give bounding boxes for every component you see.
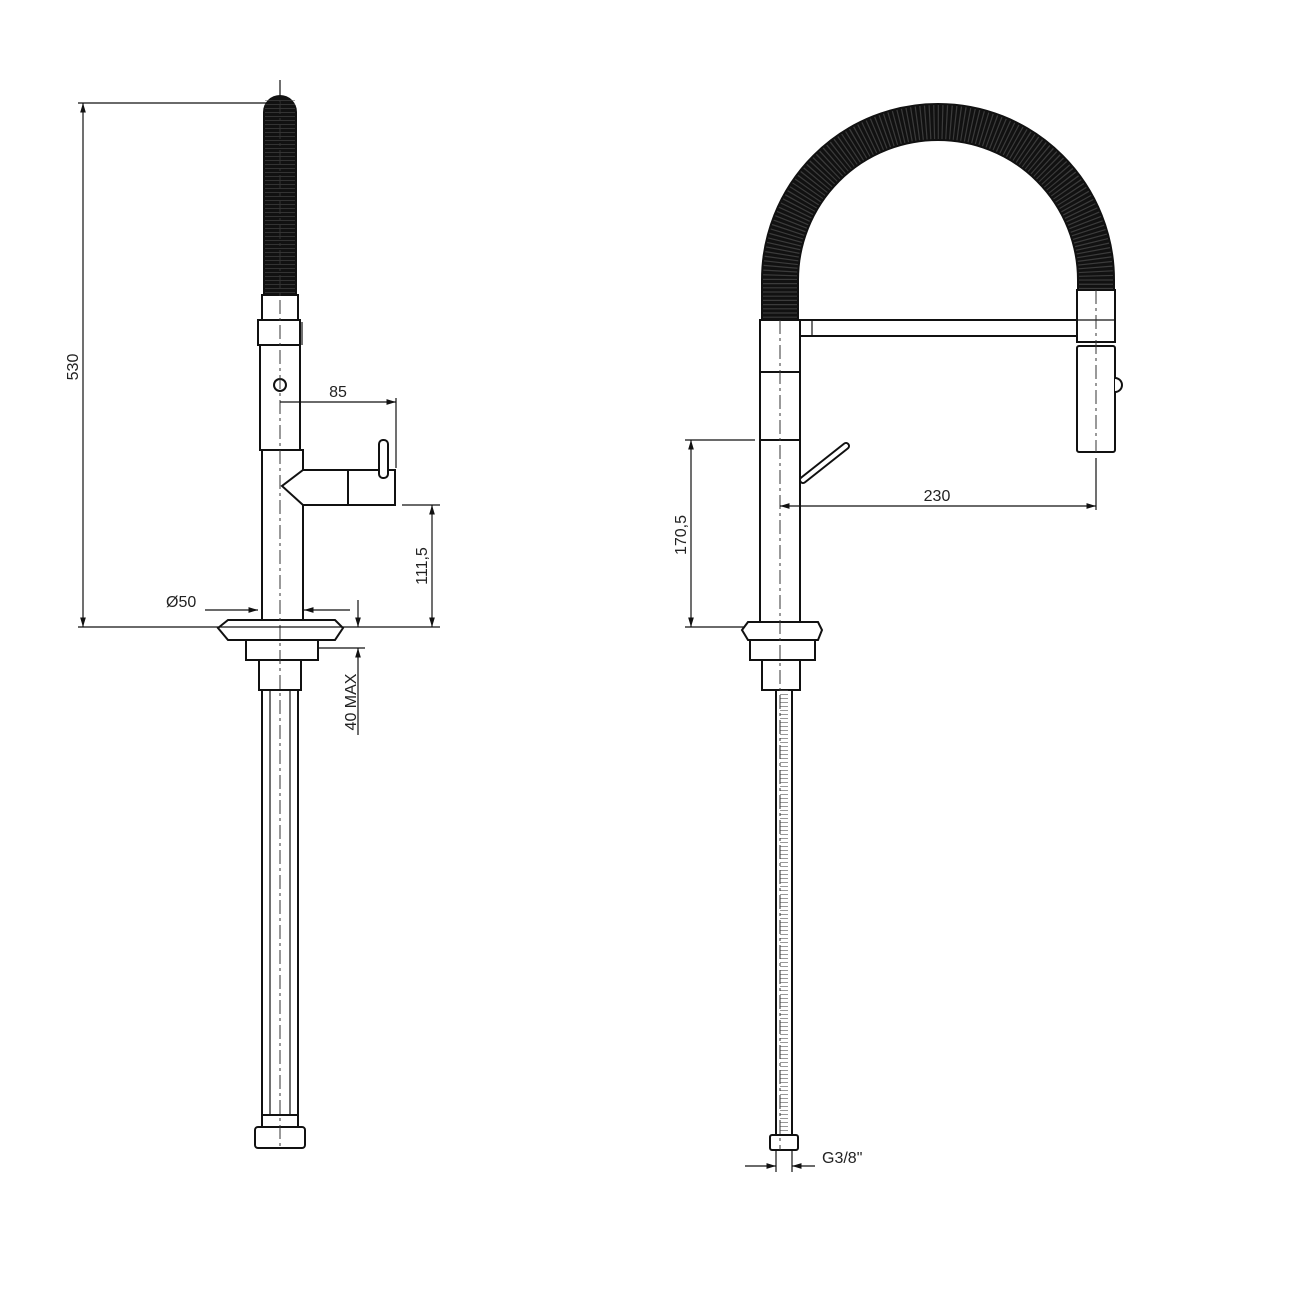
- spout: [280, 469, 349, 506]
- spout-arm: [799, 319, 1078, 337]
- lever-handle: [378, 439, 389, 479]
- front-view: 170,5 230 G3/8": [673, 103, 1123, 1172]
- dim-530: 530: [65, 354, 82, 381]
- dim-170-5: 170,5: [673, 515, 690, 555]
- dim-111-5: 111,5: [414, 547, 431, 585]
- dim-40-max: 40 MAX: [343, 673, 360, 730]
- side-view: 530 85 111,5 Ø50 40 MAX: [65, 80, 440, 1150]
- dim-230: 230: [924, 488, 951, 505]
- dim-85: 85: [329, 384, 347, 401]
- dim-diameter-50: Ø50: [166, 594, 196, 611]
- spray-button: [1114, 377, 1123, 393]
- dim-g3-8: G3/8": [822, 1150, 862, 1167]
